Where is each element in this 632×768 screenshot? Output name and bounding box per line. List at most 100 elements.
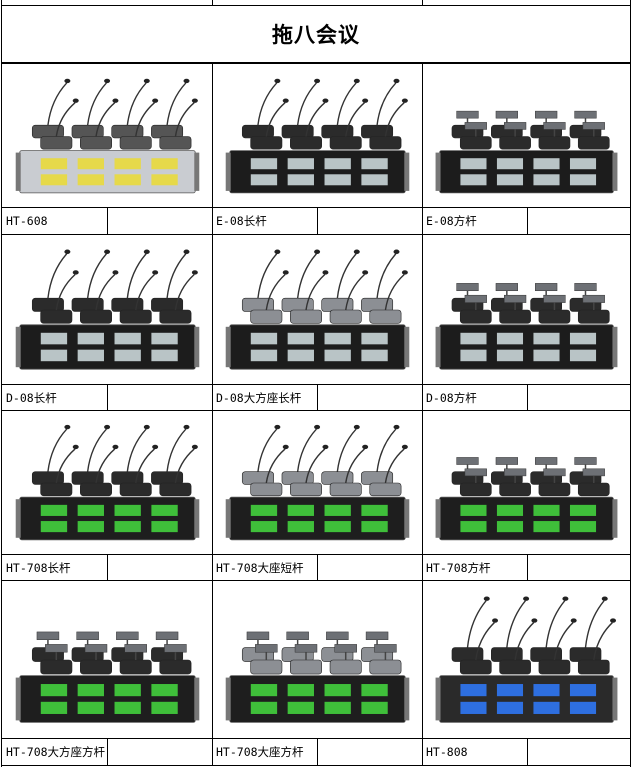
col-rule-3-0 [212, 580, 213, 765]
receiver-display [77, 349, 104, 362]
receiver-display [460, 701, 487, 714]
mic-capsule [523, 596, 530, 601]
caption-divider-3-1 [317, 738, 318, 765]
mic-capsule [282, 98, 289, 103]
mic-capsule [282, 270, 289, 275]
mic-base [499, 309, 531, 324]
receiver-display [40, 174, 68, 186]
mic-gooseneck [345, 448, 365, 484]
table-border-left [1, 0, 2, 767]
mic-square-head [294, 644, 318, 653]
mic-capsule [64, 78, 71, 84]
mic-gooseneck [584, 600, 605, 648]
mic-base [538, 309, 571, 324]
product-caption: HT-808 [426, 745, 468, 759]
product-illustration [15, 424, 200, 541]
receiver-unit [19, 675, 196, 723]
mic-gooseneck [376, 82, 397, 126]
receiver-display [151, 684, 178, 697]
mic-capsule [152, 444, 159, 450]
mic-gooseneck [305, 273, 326, 311]
mic-base [499, 659, 531, 675]
receiver-display [460, 158, 487, 170]
mic-base [250, 136, 283, 150]
mic-gooseneck [257, 428, 278, 472]
receiver-display [324, 349, 351, 362]
mic-capsule [152, 270, 159, 275]
product-image [423, 412, 630, 554]
mic-gooseneck [305, 102, 326, 137]
mic-square-head [582, 122, 605, 130]
product-image [423, 582, 630, 738]
receiver-display [250, 504, 278, 516]
mic-gooseneck [174, 448, 195, 484]
header-stub-0 [212, 0, 213, 6]
receiver-display [460, 521, 487, 533]
mic-base [119, 659, 152, 675]
caption-rule-3 [1, 738, 631, 739]
rack-ear-left [435, 499, 441, 538]
product-drawing [435, 283, 618, 370]
receiver-display [40, 158, 68, 170]
product-image [213, 412, 422, 554]
product-caption: HT-708长杆 [6, 560, 71, 575]
receiver-display [114, 684, 141, 697]
mic-gooseneck [126, 428, 147, 472]
mic-base [538, 136, 571, 150]
receiver-unit [229, 324, 406, 370]
receiver-display [324, 174, 351, 186]
caption-divider-0-2 [527, 207, 528, 234]
mic-gooseneck [166, 253, 187, 299]
receiver-display [114, 504, 141, 516]
receiver-display [361, 684, 388, 697]
mic-capsule [72, 98, 79, 103]
mic-gooseneck [336, 428, 357, 472]
mic-capsule [492, 618, 499, 623]
rack-ear-left [225, 499, 231, 538]
mic-gooseneck [384, 273, 405, 311]
receiver-unit [19, 150, 196, 194]
mic-capsule [322, 444, 329, 450]
mic-base [369, 659, 402, 675]
mic-base [119, 309, 152, 324]
receiver-display [40, 701, 68, 714]
mic-square-head [246, 631, 270, 640]
receiver-display [569, 701, 597, 714]
mic-base [369, 482, 402, 497]
mic-capsule [64, 249, 71, 254]
mic-capsule [393, 78, 400, 84]
mic-capsule [143, 424, 150, 430]
receiver-display [151, 349, 178, 362]
mic-capsule [322, 98, 329, 103]
mic-square-head [503, 468, 527, 477]
rack-ear-left [225, 677, 231, 721]
mic-gooseneck [95, 102, 116, 137]
receiver-display [114, 332, 141, 345]
receiver-display [77, 332, 104, 345]
mic-base [577, 309, 610, 324]
mic-square-head [456, 457, 479, 465]
receiver-display [460, 504, 487, 516]
mic-capsule [393, 424, 400, 430]
mic-square-head [535, 110, 558, 119]
mic-gooseneck [296, 82, 317, 126]
receiver-display [361, 158, 388, 170]
mic-gooseneck [95, 448, 116, 484]
mic-gooseneck [376, 253, 397, 299]
mic-base [577, 482, 610, 497]
mic-square-head [503, 294, 527, 303]
receiver-display [40, 332, 68, 345]
mic-gooseneck [514, 622, 535, 661]
receiver-display [77, 174, 104, 186]
mic-base [290, 309, 322, 324]
receiver-display [569, 349, 597, 362]
mic-base [290, 659, 322, 675]
receiver-display [151, 332, 178, 345]
rack-ear-left [435, 677, 441, 721]
mic-gooseneck [265, 448, 286, 484]
mic-gooseneck [296, 428, 317, 472]
product-drawing [225, 249, 410, 370]
mic-gooseneck [336, 82, 357, 126]
mic-gooseneck [506, 600, 527, 648]
mic-capsule [183, 78, 190, 84]
